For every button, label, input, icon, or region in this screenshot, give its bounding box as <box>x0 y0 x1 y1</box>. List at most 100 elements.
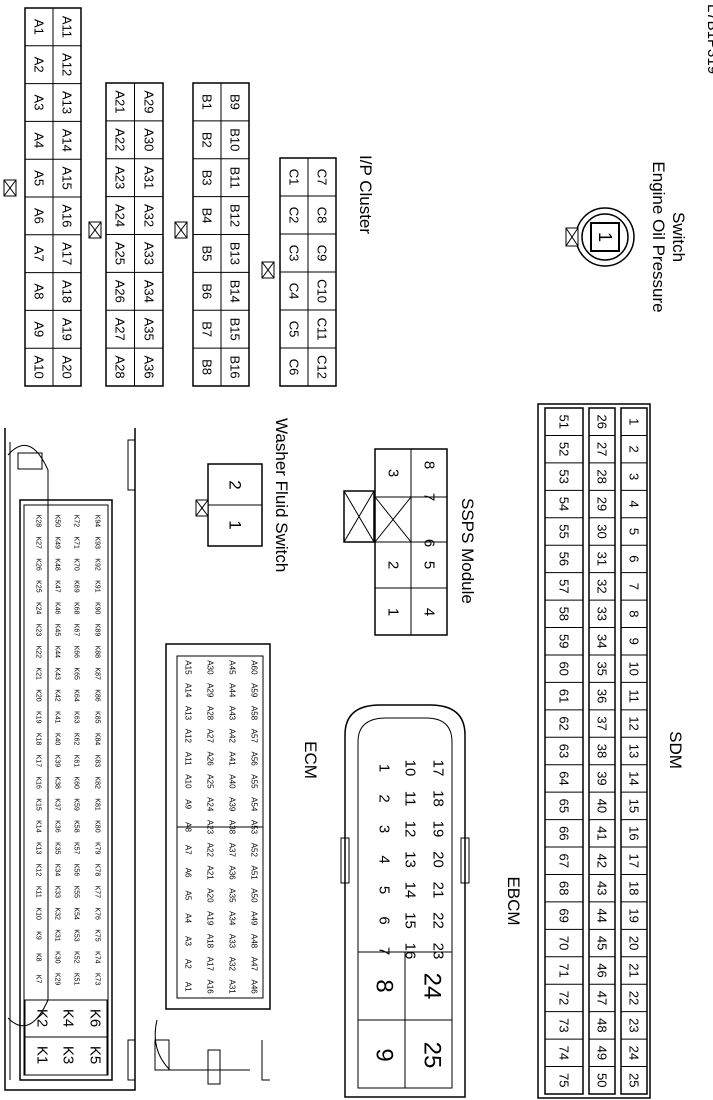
k-pin: K4 <box>60 1009 77 1027</box>
oil-pin: 1 <box>595 232 615 242</box>
k-pin: K54 <box>73 907 80 920</box>
sdm-pin: 56 <box>557 552 572 566</box>
ecm-pin: A44 <box>228 683 237 698</box>
k-pin: K52 <box>73 951 80 964</box>
k-pin: K79 <box>94 842 101 855</box>
sdm-pin: 67 <box>557 854 572 868</box>
ebcm-connector: 1234567101112131415161718192021222398252… <box>340 704 470 1098</box>
k-pin: K64 <box>73 689 80 702</box>
k-pin: K42 <box>54 689 61 702</box>
ipc-pin: A2 <box>32 57 47 73</box>
ipc-pin: C11 <box>315 318 330 341</box>
k-pin: K31 <box>54 929 61 942</box>
k-pin: K14 <box>35 820 42 833</box>
k-pin: K78 <box>94 864 101 877</box>
ipc-a2-lock-icon <box>88 221 102 239</box>
ebcm-pin: 3 <box>376 825 393 833</box>
sdm-pin: 18 <box>627 881 642 895</box>
ecm-pin: A35 <box>228 888 237 903</box>
k-pin: K11 <box>35 886 42 898</box>
sdm-pin: 42 <box>595 854 610 868</box>
sdm-pin: 47 <box>595 991 610 1005</box>
ipc-pin: A14 <box>60 129 75 152</box>
ecm-pin: A31 <box>228 979 237 994</box>
k-pin: K69 <box>73 580 80 593</box>
ebcm-pin: 13 <box>402 851 419 868</box>
washer-lock-icon <box>195 499 209 517</box>
sdm-pin: 20 <box>627 936 642 950</box>
ecm-pin: A3 <box>184 936 193 946</box>
ebcm-pin: 4 <box>376 855 393 863</box>
ecm-pin: A59 <box>250 683 259 698</box>
ebcm-pin: 22 <box>430 912 447 929</box>
k-pin: K12 <box>35 864 42 877</box>
sdm-pin: 9 <box>627 638 642 645</box>
sdm-pin: 57 <box>557 579 572 593</box>
ebcm-pin: 8 <box>371 979 398 992</box>
k-pin: K43 <box>54 667 61 680</box>
k-pin: K38 <box>54 776 61 789</box>
ipc-pin: A35 <box>142 318 157 341</box>
ecm-pin: A46 <box>250 979 259 994</box>
ecm-pin: A41 <box>228 751 237 766</box>
washer-pin-1: 1 <box>226 520 245 529</box>
ecm-pin: A29 <box>206 683 215 698</box>
sdm-pin: 3 <box>627 473 642 480</box>
sdm-pin: 46 <box>595 963 610 977</box>
ipc-pin: C4 <box>287 283 302 300</box>
ecm-pin: A60 <box>250 660 259 675</box>
ecm-pin: A28 <box>206 706 215 721</box>
ipc-pin: A9 <box>32 321 47 337</box>
k-pin: K44 <box>54 646 61 659</box>
k-pin: K1 <box>34 1046 51 1064</box>
k-pin: K17 <box>35 755 42 768</box>
k-pin: K67 <box>73 624 80 637</box>
ipc-b-lock-icon <box>174 221 188 239</box>
ecm-pin: A51 <box>250 865 259 880</box>
sdm-pin: 21 <box>627 963 642 977</box>
ipc-pin: A23 <box>113 166 128 189</box>
ecm-pin: A54 <box>250 797 259 812</box>
ecm-pin: A22 <box>206 843 215 858</box>
sdm-pin: 58 <box>557 607 572 621</box>
k-pin: K27 <box>35 536 42 549</box>
sdm-pin: 17 <box>627 854 642 868</box>
ipc-pin: A18 <box>60 280 75 303</box>
ipc-pin: A27 <box>113 318 128 341</box>
ebcm-pin: 10 <box>402 760 419 777</box>
ipc-pin: C8 <box>315 207 330 224</box>
k-pin: K93 <box>94 536 101 549</box>
k-pin: K51 <box>73 973 80 986</box>
ebcm-pin: 15 <box>402 912 419 929</box>
ecm-pin: A6 <box>184 868 193 878</box>
ebcm-pin: 20 <box>430 851 447 868</box>
ipc-pin: A26 <box>113 280 128 303</box>
ecm-pin: A24 <box>206 797 215 812</box>
ipc-pin: B14 <box>228 280 243 303</box>
ecm-pin: A21 <box>206 865 215 880</box>
washer-pin-2: 2 <box>226 480 245 489</box>
ipc-pin: B10 <box>228 128 243 151</box>
washer-label: Washer Fluid Switch <box>272 418 291 572</box>
ecm-pin: A19 <box>206 911 215 926</box>
ecm-pin: A25 <box>206 774 215 789</box>
ipc-label: I/P Cluster <box>356 155 375 234</box>
ipc-pin: A24 <box>113 204 128 227</box>
ecm-pin: A43 <box>228 706 237 721</box>
ecm-pin: A20 <box>206 888 215 903</box>
sdm-pin: 45 <box>595 936 610 950</box>
ipc-pin: A8 <box>32 284 47 300</box>
k-pin: K30 <box>54 951 61 964</box>
ssps-pin: 3 <box>385 469 402 477</box>
ipc-pin: A21 <box>113 90 128 113</box>
sdm-pin: 68 <box>557 881 572 895</box>
k-pin: K22 <box>35 646 42 659</box>
sdm-pin: 55 <box>557 524 572 538</box>
sdm-pin: 53 <box>557 469 572 483</box>
k-pin: K20 <box>35 689 42 702</box>
k-pin: K36 <box>54 820 61 833</box>
ipc-pin: A33 <box>142 242 157 265</box>
ecm-label: ECM <box>301 741 320 779</box>
